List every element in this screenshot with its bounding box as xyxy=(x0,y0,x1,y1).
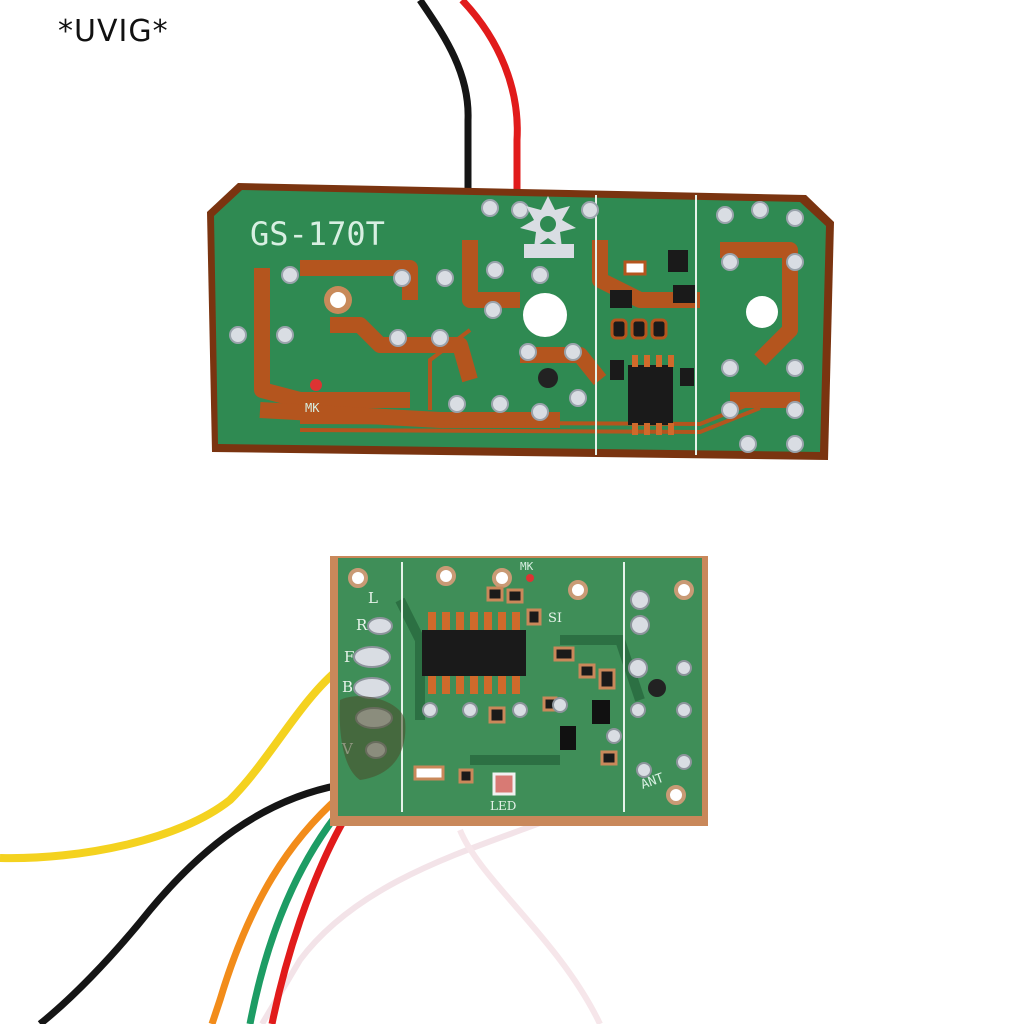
mic-label: MK xyxy=(305,401,320,415)
solder-pads xyxy=(422,590,692,778)
red-wire xyxy=(268,818,348,1024)
mic-pad xyxy=(526,574,534,582)
mic-label: MK xyxy=(520,560,534,573)
led xyxy=(492,772,516,796)
ic-chip xyxy=(628,355,674,435)
transmitter-wires xyxy=(417,0,521,192)
black-wire xyxy=(37,781,341,1024)
transmitter-board: GS-170T MK xyxy=(207,183,834,460)
smd-parts xyxy=(413,586,618,784)
receiver-wires xyxy=(0,664,603,1024)
pad-label-r: R xyxy=(356,616,368,634)
yellow-wire xyxy=(0,664,343,863)
flux-residue xyxy=(339,696,406,780)
si-label: SI xyxy=(548,611,562,626)
receiver-board: MK L R F B V xyxy=(330,556,708,826)
mounting-hole xyxy=(523,293,567,337)
pad-label-f: F xyxy=(344,648,354,666)
orange-wire xyxy=(208,793,343,1024)
black-hole xyxy=(538,368,558,388)
mounting-hole xyxy=(746,296,778,328)
mounting-holes xyxy=(348,566,694,805)
pad-label-l: L xyxy=(368,589,378,607)
red-wire xyxy=(459,0,521,192)
ic-chip xyxy=(422,612,526,694)
led-label: LED xyxy=(490,799,516,813)
white-wire-2 xyxy=(457,828,603,1024)
black-wire xyxy=(417,0,472,192)
black-hole xyxy=(648,679,666,697)
green-wire xyxy=(246,805,345,1024)
mic-pad xyxy=(310,379,322,391)
white-wire-1 xyxy=(259,817,550,1024)
watermark-text: *UVIG* xyxy=(58,14,169,49)
pad-label-b: B xyxy=(342,678,353,696)
smd-parts xyxy=(610,250,695,435)
solder-pads xyxy=(229,199,804,453)
model-label: GS-170T xyxy=(250,215,385,253)
